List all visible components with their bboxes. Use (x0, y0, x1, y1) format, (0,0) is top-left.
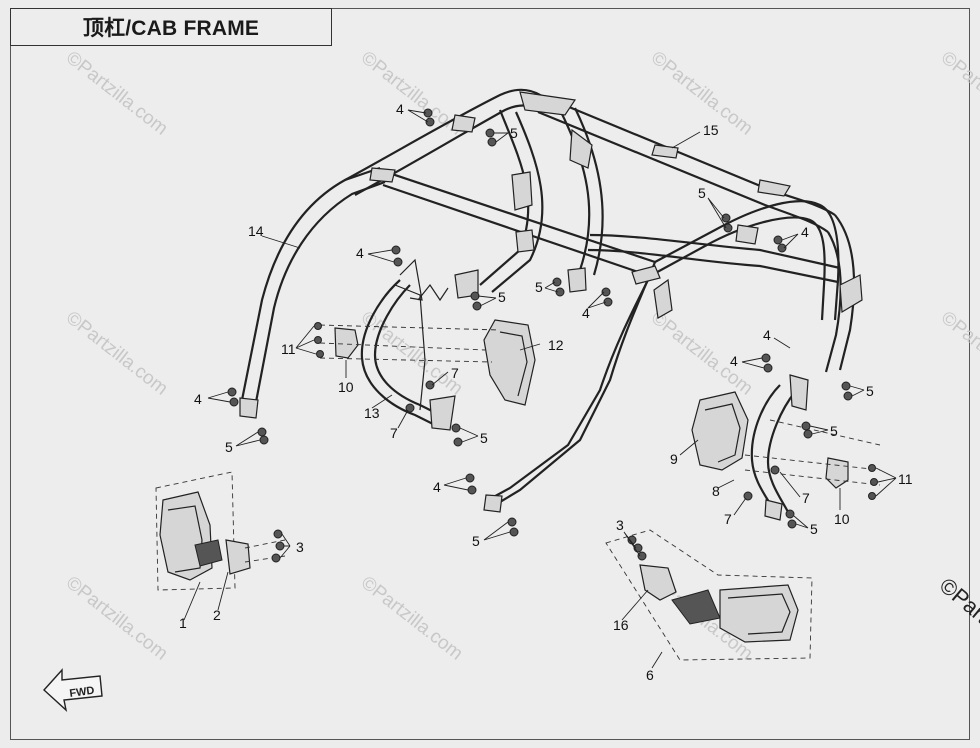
callout-labels: 4 5 15 5 4 14 4 5 5 4 11 10 12 7 13 7 5 … (179, 101, 913, 683)
callout-11: 11 (898, 471, 913, 487)
watermark: ©Partzilla.com (62, 572, 172, 664)
callout-4: 4 (801, 224, 809, 240)
callout-3: 3 (616, 517, 624, 533)
page-title: 顶杠/CAB FRAME (82, 17, 260, 40)
callout-12: 12 (548, 337, 564, 353)
watermark: ©Partzilla.com (357, 47, 467, 139)
callout-4: 4 (433, 479, 441, 495)
callout-2: 2 (213, 607, 221, 623)
callout-16: 16 (613, 617, 629, 633)
callout-5: 5 (810, 521, 818, 537)
left-mount-bracket (319, 324, 501, 363)
leader-lines (183, 109, 897, 669)
callout-15: 15 (703, 122, 719, 138)
callout-7: 7 (451, 365, 459, 381)
callout-5: 5 (480, 430, 488, 446)
callout-7: 7 (802, 490, 810, 506)
callout-4: 4 (396, 101, 404, 117)
right-mount-bracket (744, 419, 881, 489)
callout-10: 10 (834, 511, 850, 527)
callout-11: 11 (281, 341, 296, 357)
callout-5: 5 (698, 185, 706, 201)
callout-6: 6 (646, 667, 654, 683)
callout-5: 5 (830, 423, 838, 439)
right-handle-cover (691, 391, 749, 471)
left-handle-cover (483, 319, 536, 406)
left-mirror-assembly (155, 471, 286, 591)
callout-9: 9 (670, 451, 678, 467)
callout-5: 5 (498, 289, 506, 305)
callout-1: 1 (179, 615, 187, 631)
callout-5: 5 (472, 533, 480, 549)
fwd-label: FWD (69, 685, 96, 700)
fasteners (227, 108, 878, 563)
callout-5: 5 (866, 383, 874, 399)
callout-13: 13 (364, 405, 380, 421)
callout-5: 5 (535, 279, 543, 295)
callout-5: 5 (510, 125, 518, 141)
callout-3: 3 (296, 539, 304, 555)
callout-4: 4 (730, 353, 738, 369)
callout-4: 4 (194, 391, 202, 407)
callout-4: 4 (356, 245, 364, 261)
watermark: ©Partzilla.com (62, 307, 172, 399)
cab-frame-tube (239, 88, 863, 513)
watermark: ©Partzilla.com (357, 572, 467, 664)
watermark-edge: ©Partz (935, 573, 980, 636)
callout-10: 10 (338, 379, 354, 395)
callout-14: 14 (248, 223, 264, 239)
right-grab-handle (750, 374, 809, 521)
callout-5: 5 (225, 439, 233, 455)
watermark: ©Partzilla.com (937, 307, 980, 399)
forward-arrow-icon: FWD (43, 668, 103, 712)
callout-4: 4 (582, 305, 590, 321)
watermark: ©Partzilla.com (62, 47, 172, 139)
right-mirror-assembly (605, 529, 813, 661)
callout-8: 8 (712, 483, 720, 499)
watermark: ©Partzilla.com (937, 47, 980, 139)
title-box: 顶杠/CAB FRAME (10, 8, 332, 46)
callout-4: 4 (763, 327, 771, 343)
watermark: ©Partzilla.com (647, 47, 757, 139)
callout-7: 7 (724, 511, 732, 527)
callout-7: 7 (390, 425, 398, 441)
watermark: ©Partzilla.com (647, 307, 757, 399)
